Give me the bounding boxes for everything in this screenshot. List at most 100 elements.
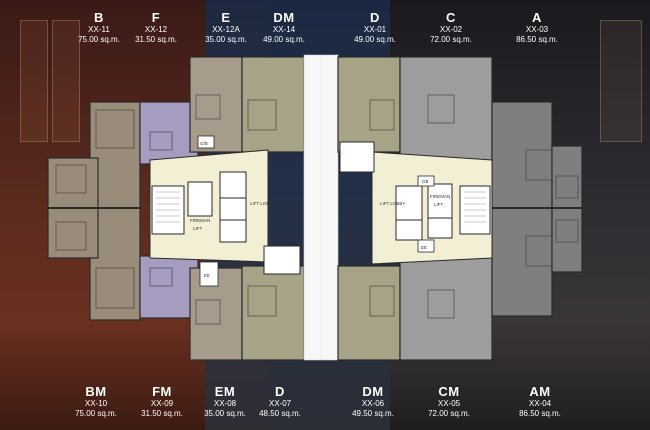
unit-c-plan[interactable] xyxy=(399,56,493,163)
unit-cm-plan[interactable] xyxy=(399,255,493,361)
room-outline xyxy=(427,94,455,124)
unit-label-a[interactable]: A XX-03 86.50 sq.m. xyxy=(502,10,572,45)
room-outline xyxy=(95,267,135,309)
unit-code: XX-03 xyxy=(525,25,549,34)
left-gb-room xyxy=(197,135,215,149)
room-outline xyxy=(55,164,87,194)
unit-label-cm[interactable]: CM XX-05 72.00 sq.m. xyxy=(414,384,484,419)
left-gb-label: G/B xyxy=(200,141,208,146)
left-lower-stair xyxy=(263,245,301,275)
unit-type: CM xyxy=(438,384,460,399)
unit-fm-plan[interactable] xyxy=(139,255,199,319)
unit-area: 75.00 sq.m. xyxy=(75,409,117,418)
unit-label-b[interactable]: B XX-11 75.00 sq.m. xyxy=(64,10,134,45)
room-outline xyxy=(195,299,221,325)
room-outline xyxy=(149,131,173,151)
unit-code: XX-08 xyxy=(213,399,237,408)
unit-code: XX-12 xyxy=(144,25,168,34)
unit-area: 86.50 sq.m. xyxy=(519,409,561,418)
background-window xyxy=(20,20,48,142)
unit-label-c[interactable]: C XX-02 72.00 sq.m. xyxy=(416,10,486,45)
unit-type: DM xyxy=(362,384,384,399)
unit-type: D xyxy=(275,384,285,399)
unit-d-right-plan[interactable] xyxy=(337,56,401,153)
background-window xyxy=(600,20,642,142)
left-stair-treads xyxy=(156,191,180,223)
unit-d-plan[interactable] xyxy=(241,265,305,361)
unit-area: 86.50 sq.m. xyxy=(516,35,558,44)
room-outline xyxy=(247,285,277,317)
unit-label-am[interactable]: AM XX-04 86.50 sq.m. xyxy=(505,384,575,419)
unit-type: DM xyxy=(273,10,295,25)
unit-code: XX-11 xyxy=(88,25,110,34)
unit-area: 35.00 sq.m. xyxy=(205,35,247,44)
unit-label-f[interactable]: F XX-12 31.50 sq.m. xyxy=(121,10,191,45)
room-outline xyxy=(555,219,579,243)
unit-code: XX-06 xyxy=(361,399,385,408)
unit-label-bm[interactable]: BM XX-10 75.00 sq.m. xyxy=(61,384,131,419)
unit-label-dm[interactable]: DM XX-14 49.00 sq.m. xyxy=(249,10,319,45)
right-lift-2 xyxy=(395,219,423,241)
unit-area: 49.50 sq.m. xyxy=(352,409,394,418)
unit-type: FM xyxy=(152,384,172,399)
background-window xyxy=(52,20,80,142)
unit-code: XX-14 xyxy=(272,25,296,34)
unit-label-d[interactable]: D XX-01 49.00 sq.m. xyxy=(340,10,410,45)
right-ee-room xyxy=(417,239,435,253)
room-outline xyxy=(149,267,173,287)
unit-dm-right-plan[interactable] xyxy=(337,265,401,361)
unit-code: XX-09 xyxy=(150,399,174,408)
unit-type: EM xyxy=(214,384,236,399)
left-lift-2 xyxy=(219,197,247,221)
unit-type: AM xyxy=(529,384,551,399)
right-fireman-label: FIREMAN xyxy=(430,194,450,199)
unit-label-e[interactable]: E XX-12A 35.00 sq.m. xyxy=(191,10,261,45)
unit-area: 48.50 sq.m. xyxy=(259,409,301,418)
unit-area: 35.00 sq.m. xyxy=(204,409,246,418)
room-outline xyxy=(369,285,395,317)
left-lobby-label: LIFT LOBBY xyxy=(250,201,275,206)
left-fireman-label: FIREMAN xyxy=(190,218,210,223)
unit-type: E xyxy=(221,10,231,25)
room-outline xyxy=(247,99,277,131)
right-ee-label: EE xyxy=(421,245,427,250)
left-lift-1 xyxy=(219,171,247,199)
right-lobby-label: LIFT LOBBY xyxy=(380,201,405,206)
unit-type: B xyxy=(94,10,104,25)
right-lift-label: LIFT xyxy=(434,202,444,207)
left-lift-3 xyxy=(219,219,247,243)
unit-code: XX-04 xyxy=(528,399,552,408)
room-outline xyxy=(195,94,221,120)
unit-area: 72.00 sq.m. xyxy=(428,409,470,418)
unit-f-plan[interactable] xyxy=(139,101,199,165)
unit-label-d-bottom[interactable]: D XX-07 48.50 sq.m. xyxy=(245,384,315,419)
right-upper-stair xyxy=(339,141,375,173)
right-stair-treads xyxy=(464,191,486,223)
room-outline xyxy=(525,149,553,181)
room-outline xyxy=(427,289,455,319)
left-fireman-lift xyxy=(187,181,213,217)
unit-code: XX-01 xyxy=(363,25,387,34)
unit-label-dm-bottom[interactable]: DM XX-06 49.50 sq.m. xyxy=(338,384,408,419)
unit-dm-plan[interactable] xyxy=(241,56,305,153)
unit-area: 72.00 sq.m. xyxy=(430,35,472,44)
unit-label-em[interactable]: EM XX-08 35.00 sq.m. xyxy=(190,384,260,419)
unit-code: XX-12A xyxy=(212,25,240,34)
unit-label-fm[interactable]: FM XX-09 31.50 sq.m. xyxy=(127,384,197,419)
unit-e-plan[interactable] xyxy=(189,56,243,153)
unit-code: XX-10 xyxy=(84,399,108,408)
unit-area: 49.00 sq.m. xyxy=(263,35,305,44)
unit-area: 49.00 sq.m. xyxy=(354,35,396,44)
unit-type: F xyxy=(151,10,161,25)
right-fireman-lift xyxy=(427,183,453,219)
left-lift-label: LIFT xyxy=(193,226,203,231)
unit-code: XX-07 xyxy=(268,399,292,408)
unit-type: A xyxy=(532,10,542,25)
unit-area: 31.50 sq.m. xyxy=(135,35,177,44)
room-outline xyxy=(555,175,579,199)
unit-type: D xyxy=(370,10,380,25)
unit-code: XX-02 xyxy=(439,25,463,34)
left-ee-label: EE xyxy=(204,273,210,278)
unit-code: XX-05 xyxy=(437,399,461,408)
